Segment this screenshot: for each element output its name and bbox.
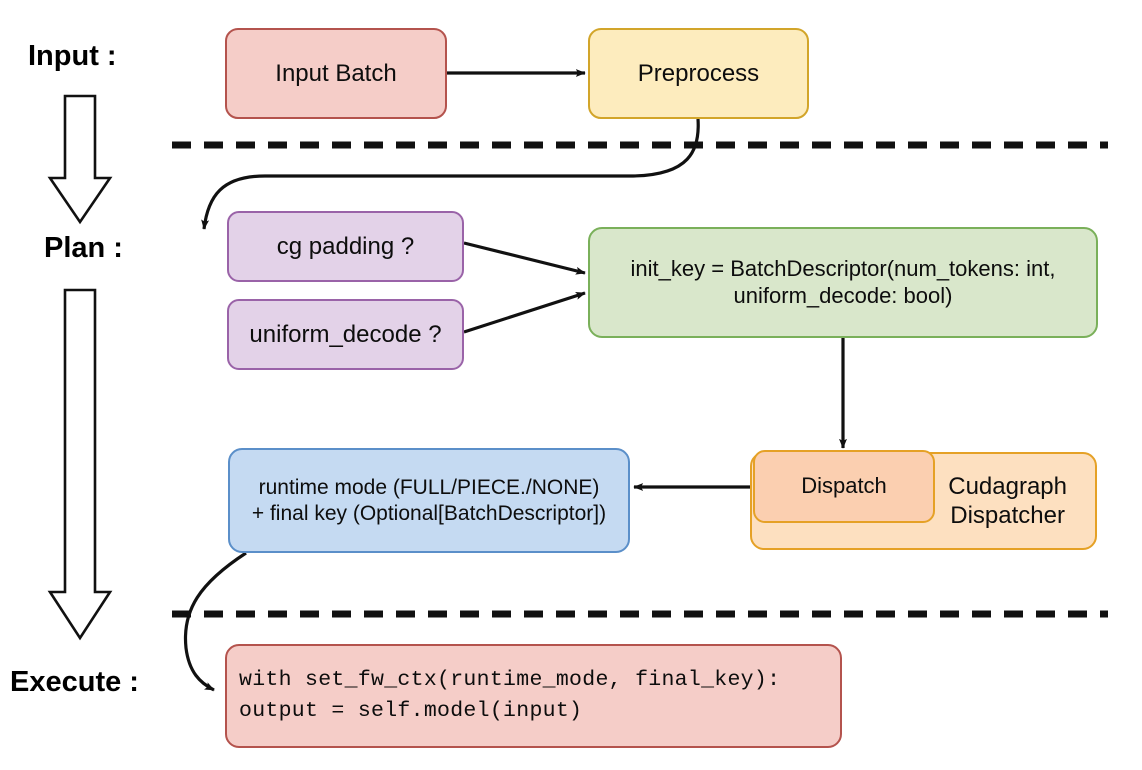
- connector-uniform-decode-to-init-key: [463, 291, 586, 334]
- preprocess-node[interactable]: Preprocess: [588, 28, 809, 119]
- input-batch-node[interactable]: Input Batch: [225, 28, 447, 119]
- execute-code-node[interactable]: with set_fw_ctx(runtime_mode, final_key)…: [225, 644, 842, 748]
- stage-label-input: Input :: [28, 40, 117, 72]
- runtime-mode-node[interactable]: runtime mode (FULL/PIECE./NONE) + final …: [228, 448, 630, 553]
- connector-cg-padding-to-init-key: [463, 241, 586, 275]
- dispatch-node[interactable]: Dispatch: [753, 450, 935, 523]
- input-to-plan-block-arrow: [47, 94, 113, 225]
- plan-to-execute-block-arrow: [47, 288, 113, 641]
- stage-label-execute: Execute :: [10, 666, 139, 698]
- stage-label-plan: Plan :: [44, 232, 123, 264]
- init-key-node[interactable]: init_key = BatchDescriptor(num_tokens: i…: [588, 227, 1098, 338]
- uniform-decode-node[interactable]: uniform_decode ?: [227, 299, 464, 370]
- cg-padding-node[interactable]: cg padding ?: [227, 211, 464, 282]
